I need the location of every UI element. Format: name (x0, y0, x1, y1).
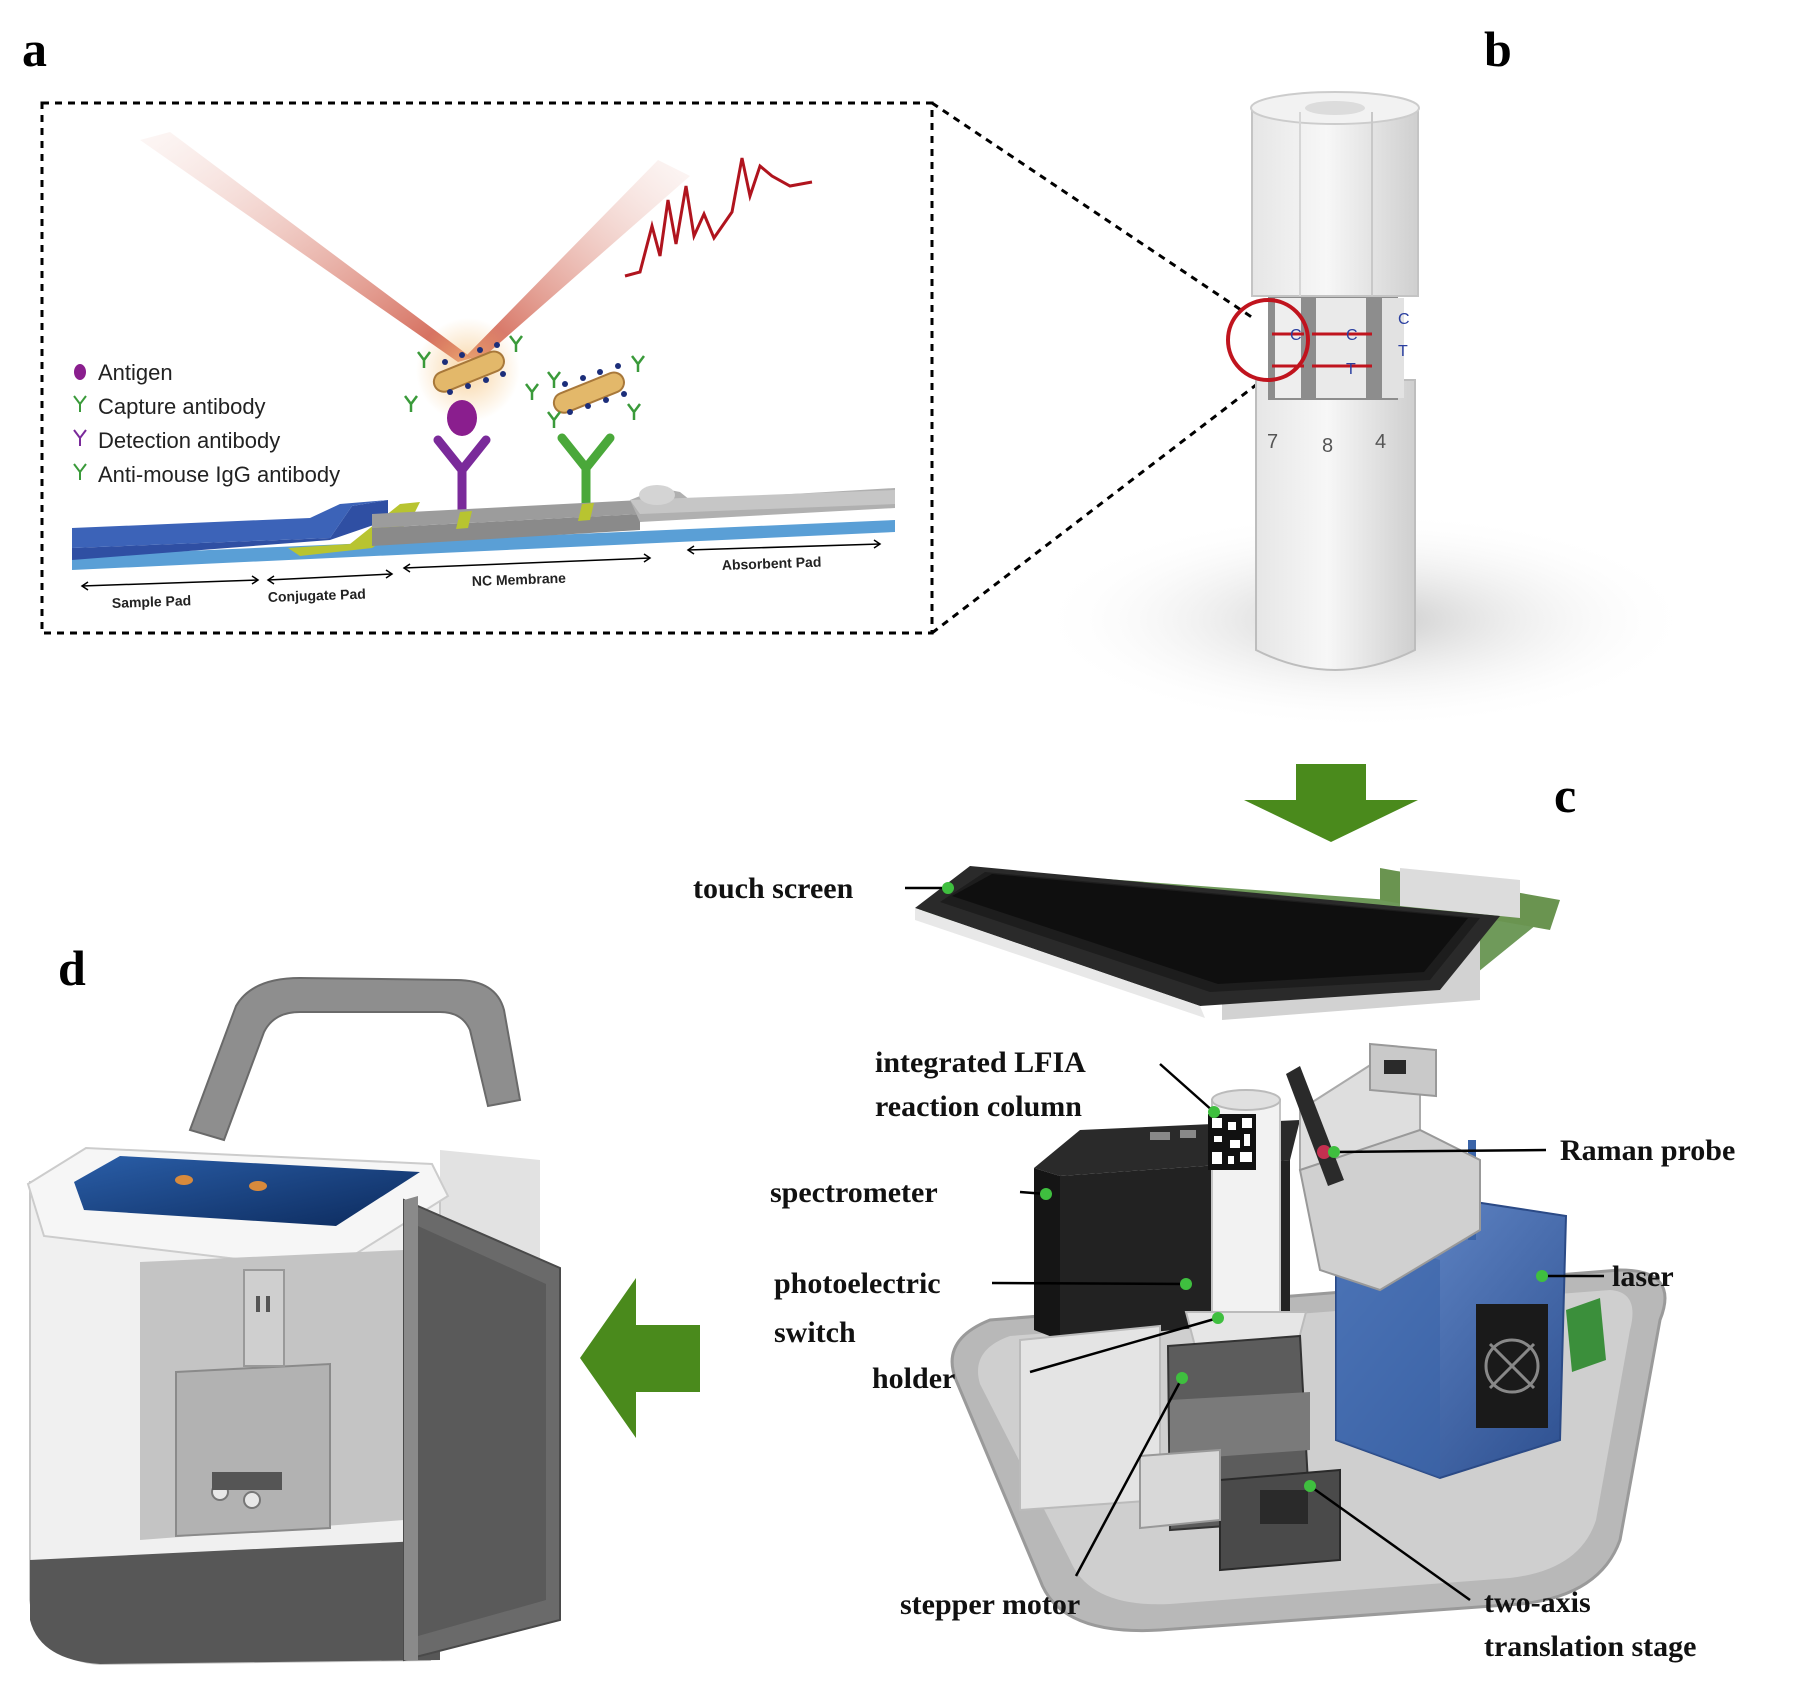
callout-lfia-line1: integrated LFIA (875, 1046, 1086, 1079)
panel-c-device: touch screen integrated LFIA reaction co… (693, 866, 1735, 1663)
raman-spectrum (624, 157, 813, 278)
callout-laser: laser (1612, 1260, 1674, 1293)
panel-letter-c: c (1554, 767, 1576, 823)
scattered-ray (466, 160, 690, 362)
arrow-down-icon (1244, 764, 1418, 842)
panel-a-inset: Sample Pad Conjugate Pad NC Membrane Abs… (40, 101, 1257, 635)
column-line-t-3: T (1398, 343, 1408, 360)
callout-touch-screen: touch screen (693, 872, 854, 905)
column-number-2: 8 (1322, 435, 1333, 457)
callout-stepper-motor: stepper motor (900, 1588, 1080, 1621)
sample-pad (72, 500, 388, 560)
label-nc-membrane: NC Membrane (472, 570, 567, 589)
callout-dots (942, 882, 1548, 1492)
lfia-strip (72, 485, 895, 570)
device-screen (74, 1156, 420, 1226)
stepper-and-stage (1139, 1334, 1341, 1572)
legend-antigen: Antigen (98, 360, 173, 385)
antigen-on-line (447, 400, 477, 436)
nc-membrane (372, 514, 640, 546)
callout-stage-line2: translation stage (1484, 1630, 1697, 1663)
column-number-3: 4 (1375, 431, 1386, 453)
sers-tag-bound (432, 350, 505, 393)
callout-raman-probe: Raman probe (1560, 1134, 1735, 1167)
incident-laser-ray (140, 132, 472, 362)
column-line-c-1: C (1290, 327, 1302, 344)
label-sample-pad: Sample Pad (112, 592, 192, 611)
label-absorbent-pad: Absorbent Pad (722, 554, 822, 573)
legend-capture: Capture antibody (98, 394, 266, 419)
panel-letter-b: b (1484, 21, 1512, 77)
column-number-1: 7 (1267, 431, 1278, 453)
callout-spectrometer: spectrometer (770, 1176, 938, 1209)
legend-detection-icon (73, 429, 87, 446)
legend-detection: Detection antibody (98, 428, 280, 453)
legend-antigen-icon (74, 364, 86, 380)
callout-stage-line1: two-axis (1484, 1586, 1591, 1619)
panel-letter-a: a (22, 21, 47, 77)
column-line-c-2: C (1346, 327, 1358, 344)
column-line-t-2: T (1346, 361, 1356, 378)
antimouse-antibody-control-line (557, 433, 615, 513)
touch-screen-module (915, 866, 1560, 1020)
callout-lfia-line2: reaction column (875, 1090, 1082, 1123)
callout-photoelectric-line1: photoelectric (774, 1267, 941, 1300)
pad-dimension-arrows (80, 539, 882, 591)
panel-b-reaction-column: C C T C T 7 8 4 (1035, 91, 1695, 730)
arrow-left-icon (580, 1278, 700, 1438)
panel-d-device (26, 976, 561, 1666)
callout-holder: holder (872, 1362, 955, 1395)
sers-tag-free (552, 371, 625, 414)
legend: Antigen Capture antibody Detection antib… (73, 360, 340, 487)
detection-antibody-test-line (433, 435, 491, 515)
column-line-c-3: C (1398, 311, 1410, 328)
legend-capture-icon (73, 395, 87, 412)
panel-letter-d: d (58, 940, 86, 996)
highlight-circle (1226, 298, 1310, 382)
legend-antimouse: Anti-mouse IgG antibody (98, 462, 340, 487)
callout-photoelectric-line2: switch (774, 1316, 856, 1349)
callout-leaders (905, 886, 1604, 1602)
legend-antimouse-icon (73, 463, 87, 480)
label-conjugate-pad: Conjugate Pad (268, 586, 367, 605)
